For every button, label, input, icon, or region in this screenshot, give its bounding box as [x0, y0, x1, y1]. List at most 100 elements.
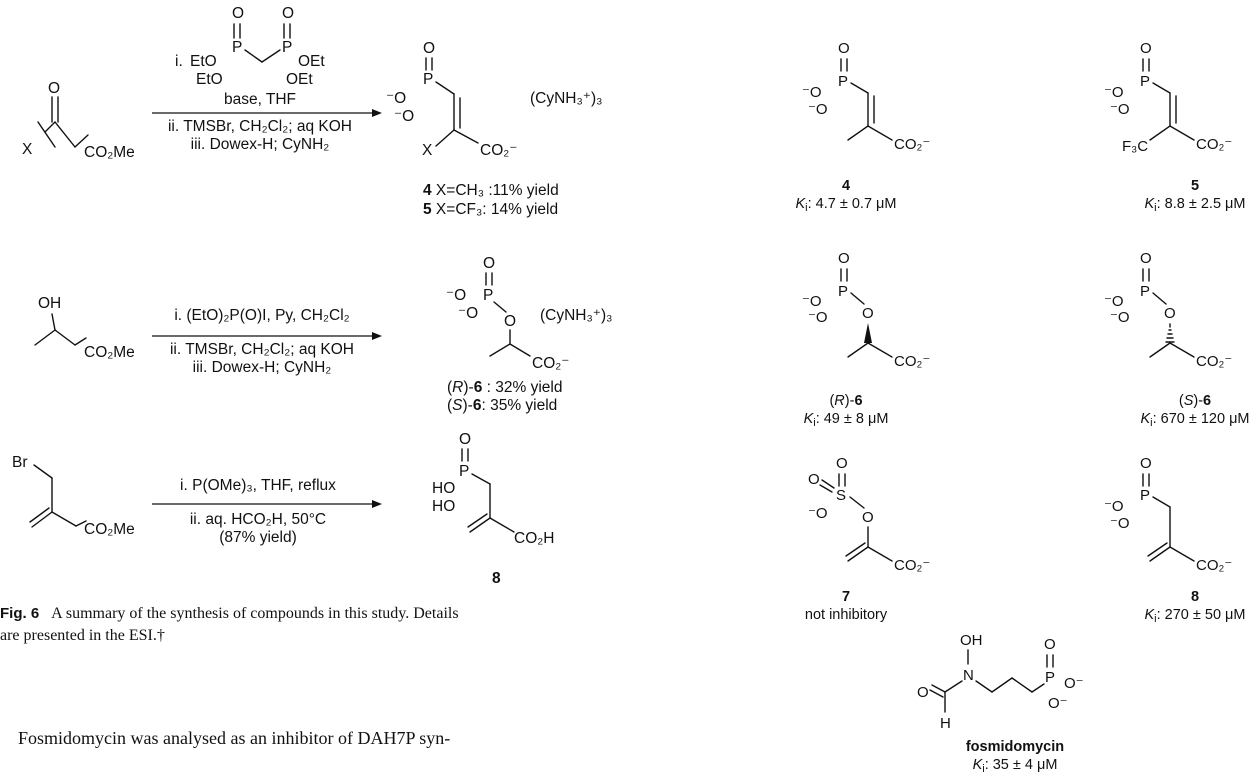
- row3-ester: CO₂Me: [84, 521, 135, 538]
- svg-text:⁻O: ⁻O: [802, 84, 822, 101]
- row2-product: O P ⁻O ⁻O O CO₂⁻ (CyNH₃⁺)₃: [446, 255, 612, 372]
- svg-text:P: P: [838, 283, 848, 300]
- row3-condition-3: (87% yield): [219, 529, 297, 546]
- row1-oet2: OEt: [286, 71, 313, 88]
- row3-condition-1: i. P(OMe)₃, THF, reflux: [180, 477, 336, 494]
- svg-text:O: O: [838, 40, 850, 57]
- row1-prod-counterion: (CyNH₃⁺)₃: [530, 90, 602, 107]
- row1-prod-o-top: O: [423, 40, 435, 57]
- row1-eto1: EtO: [190, 53, 217, 70]
- body-paragraph: Fosmidomycin was analysed as an inhibito…: [18, 728, 451, 748]
- compound-r6-ki: Ki: 49 ± 8 μM: [804, 411, 889, 429]
- row1-reagent: i. EtO EtO P O P O OEt OEt base, THF ii.…: [168, 5, 352, 153]
- row1-o1: O: [232, 5, 244, 22]
- compound-r6-label: (R)-6: [829, 393, 862, 409]
- compound-4-ki: Ki: 4.7 ± 0.7 μM: [796, 196, 897, 214]
- fosmidomycin-label: fosmidomycin: [966, 739, 1064, 755]
- row3-prod-o-top: O: [459, 431, 471, 448]
- row3-reagent: i. P(OMe)₃, THF, reflux ii. aq. HCO₂H, 5…: [180, 477, 336, 546]
- compound-s6-ki: Ki: 670 ± 120 μM: [1140, 411, 1249, 429]
- compound-7-structure: O O S ⁻O O CO₂⁻: [808, 455, 930, 574]
- row3-br: Br: [12, 454, 28, 471]
- compound-4-structure: O P ⁻O ⁻O CO₂⁻: [802, 40, 930, 153]
- svg-text:⁻O: ⁻O: [1110, 309, 1130, 326]
- caption-line1: A summary of the synthesis of compounds …: [51, 605, 459, 622]
- row1-yield-4: 4 X=CH₃ :11% yield: [423, 182, 559, 199]
- compound-5-structure: O P ⁻O ⁻O F₃C CO₂⁻: [1104, 40, 1232, 155]
- svg-text:P: P: [1140, 283, 1150, 300]
- row1-yield-5: 5 X=CF₃: 14% yield: [423, 201, 558, 218]
- row1-p1: P: [232, 39, 242, 56]
- row1-prod-om2: ⁻O: [394, 108, 414, 125]
- svg-text:O: O: [1140, 250, 1152, 267]
- row1-reagent-prefix: i.: [175, 53, 183, 70]
- row2-prod-o-top: O: [483, 255, 495, 272]
- svg-text:O: O: [1140, 40, 1152, 57]
- row2-prod-o-ester: O: [504, 313, 516, 330]
- row2-prod-om2: ⁻O: [458, 305, 478, 322]
- row2-yield-r6: (R)-6 : 32% yield: [447, 379, 562, 396]
- compound-8-ki: Ki: 270 ± 50 μM: [1145, 607, 1246, 625]
- row1-condition-1: base, THF: [224, 91, 296, 108]
- caption-label: Fig. 6: [0, 605, 40, 622]
- svg-text:O: O: [836, 455, 848, 472]
- row1-product: O P ⁻O ⁻O X CO₂⁻ (CyNH₃⁺)₃: [386, 40, 602, 159]
- svg-text:O: O: [838, 250, 850, 267]
- svg-text:N: N: [963, 667, 974, 684]
- row3-prod-acid: CO₂H: [514, 530, 554, 547]
- row3-prod-ho2: HO: [432, 498, 455, 515]
- row1-oet1: OEt: [298, 53, 325, 70]
- row2-condition-1: i. (EtO)₂P(O)I, Py, CH₂Cl₂: [174, 307, 349, 324]
- compound-7-label: 7: [842, 589, 850, 605]
- svg-text:CO₂⁻: CO₂⁻: [894, 136, 930, 153]
- svg-text:O⁻: O⁻: [1064, 675, 1084, 692]
- svg-text:CO₂⁻: CO₂⁻: [894, 353, 930, 370]
- row2-prod-carboxylate: CO₂⁻: [532, 355, 569, 372]
- row1-ester: CO₂Me: [84, 144, 135, 161]
- svg-text:CO₂⁻: CO₂⁻: [1196, 557, 1232, 574]
- row3-product: O P HO HO CO₂H: [432, 431, 554, 547]
- fosmidomycin-structure: OH N O H P O O⁻ O⁻: [917, 632, 1084, 732]
- row2-prod-p: P: [483, 287, 493, 304]
- row2-prod-om1: ⁻O: [446, 287, 466, 304]
- svg-text:⁻O: ⁻O: [808, 309, 828, 326]
- figure-caption: Fig. 6 A summary of the synthesis of com…: [0, 603, 670, 647]
- row1-condition-2: ii. TMSBr, CH₂Cl₂; aq KOH: [168, 118, 352, 135]
- svg-text:O: O: [1140, 455, 1152, 472]
- row3-reactant: Br CO₂Me: [12, 454, 135, 538]
- svg-text:P: P: [1140, 73, 1150, 90]
- row1-prod-om1: ⁻O: [386, 90, 406, 107]
- compound-s6-structure: O P ⁻O ⁻O O CO₂⁻: [1104, 250, 1232, 370]
- caption-line2: are presented in the ESI.†: [0, 627, 165, 644]
- row1-prod-p: P: [423, 71, 433, 88]
- compound-5-ki: Ki: 8.8 ± 2.5 μM: [1145, 196, 1246, 214]
- row1-x: X: [22, 141, 33, 158]
- row3-prod-p: P: [459, 463, 469, 480]
- row2-ester: CO₂Me: [84, 344, 135, 361]
- compound-8-label: 8: [1191, 589, 1199, 605]
- svg-text:O: O: [808, 471, 820, 488]
- svg-text:⁻O: ⁻O: [1110, 101, 1130, 118]
- svg-text:O: O: [862, 509, 874, 526]
- compound-5-label: 5: [1191, 178, 1199, 194]
- row2-prod-counterion: (CyNH₃⁺)₃: [540, 307, 612, 324]
- svg-text:O: O: [862, 305, 874, 322]
- row2-yield-s6: (S)-6: 35% yield: [447, 397, 557, 414]
- row3-prod-ho1: HO: [432, 480, 455, 497]
- svg-text:O⁻: O⁻: [1048, 695, 1068, 712]
- row3-condition-2: ii. aq. HCO₂H, 50°C: [190, 511, 326, 528]
- svg-text:⁻O: ⁻O: [1104, 293, 1124, 310]
- svg-text:CO₂⁻: CO₂⁻: [1196, 136, 1232, 153]
- row1-reactant: O X CO₂Me: [22, 80, 135, 161]
- svg-text:S: S: [836, 487, 846, 504]
- svg-text:OH: OH: [960, 632, 983, 649]
- row2-oh: OH: [38, 295, 61, 312]
- fosmidomycin-ki: Ki: 35 ± 4 μM: [973, 757, 1058, 775]
- compound-4-label: 4: [842, 178, 850, 194]
- svg-text:⁻O: ⁻O: [808, 505, 828, 522]
- svg-text:P: P: [838, 73, 848, 90]
- svg-text:⁻O: ⁻O: [1104, 498, 1124, 515]
- row1-carbonyl-o: O: [48, 80, 60, 97]
- compound-s6-label: (S)-6: [1179, 393, 1211, 409]
- svg-text:F₃C: F₃C: [1122, 138, 1148, 155]
